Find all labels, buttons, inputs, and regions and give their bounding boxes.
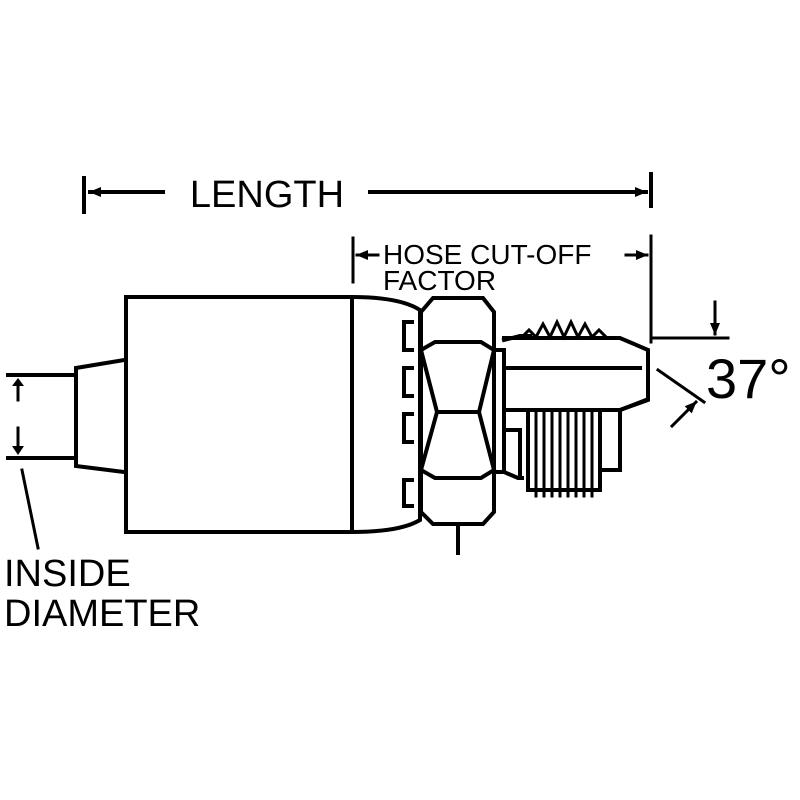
ferrule-outline [124,295,422,534]
hex-nut-face-line [476,347,497,473]
angle-arrow-bottom [669,399,699,429]
hex-nut [418,296,497,555]
cutoff-label-line2: FACTOR [383,265,496,296]
swivel-collar [492,334,532,480]
hose-end-outline [74,357,127,475]
id-label-line2: DIAMETER [4,593,200,635]
jic-body-outline [502,336,650,412]
hex-nut-face-line [418,347,440,473]
id-leader-line [20,468,40,550]
hex-nut-outline [419,296,496,526]
hex-nut-face-line [418,340,497,353]
hex-nut-face-line [418,467,497,480]
flare-angle-callout: 37° [649,300,791,429]
length-label: LENGTH [190,174,344,216]
id-arrowhead-bottom [12,446,24,455]
hose-cutoff-dimension: HOSE CUT-OFF FACTOR [351,234,653,344]
angle-flare-line [655,367,707,405]
id-label-line1: INSIDE [4,553,131,595]
angle-label: 37° [706,347,791,410]
thread-section-outline [502,408,522,480]
length-dimension: LENGTH [82,172,653,216]
ferrule [124,295,422,534]
hose-end [74,357,127,475]
crimp-mark [402,412,414,444]
jic-male-end [502,318,650,498]
id-arrowhead-top [12,378,24,386]
thread-section-outline [526,408,602,492]
crimp-mark [402,478,414,508]
cutoff-label-line1: HOSE CUT-OFF [383,239,591,270]
inside-diameter-dimension: INSIDE DIAMETER [4,373,200,635]
thread-profile-top [519,318,609,341]
crimp-mark [402,366,414,398]
crimp-mark [402,320,414,352]
